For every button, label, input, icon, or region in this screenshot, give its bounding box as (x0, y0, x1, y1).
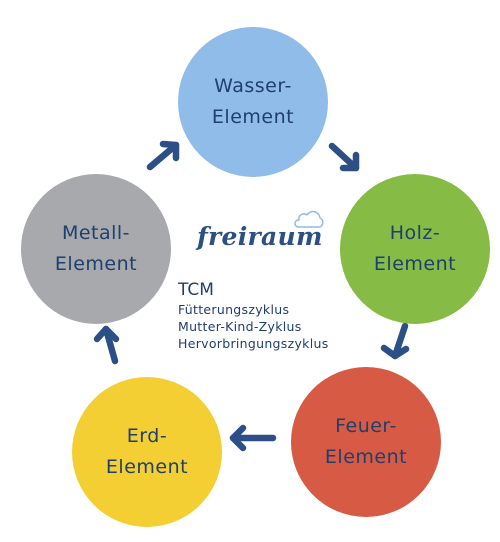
fire-element-label-line1: Feuer- (335, 415, 397, 437)
water-element-label-line1: Wasser- (214, 75, 292, 97)
wood-element-label-line1: Holz- (389, 222, 441, 244)
tcm-line-mother-child-cycle: Mutter-Kind-Zyklus (178, 319, 302, 334)
cloud-icon (294, 210, 324, 228)
metal-element-circle: Metall- Element (21, 174, 171, 324)
arrow-wood-to-fire (380, 322, 410, 360)
earth-element-label-line2: Element (105, 456, 189, 478)
tcm-line-generating-cycle: Hervorbringungszyklus (178, 336, 329, 351)
arrow-metal-to-water (146, 140, 180, 171)
fire-element-label-line2: Element (324, 446, 408, 468)
metal-element-label-line1: Metall- (61, 222, 131, 244)
wood-element-circle: Holz- Element (340, 174, 490, 324)
tcm-line-feeding-cycle: Fütterungszyklus (178, 302, 290, 317)
arrow-earth-to-metal (93, 325, 120, 365)
arrow-water-to-wood (328, 142, 360, 172)
water-element-label-line2: Element (211, 106, 295, 128)
tcm-legend: TCM Fütterungszyklus Mutter-Kind-Zyklus … (178, 279, 329, 352)
metal-element-label-line2: Element (54, 253, 138, 275)
tcm-title: TCM (178, 280, 214, 300)
arrow-fire-to-earth (229, 424, 277, 452)
fire-element-circle: Feuer- Element (291, 367, 441, 517)
earth-element-label-line1: Erd- (126, 425, 168, 447)
earth-element-circle: Erd- Element (72, 377, 222, 527)
wood-element-label-line2: Element (373, 253, 457, 275)
water-element-circle: Wasser- Element (178, 27, 328, 177)
